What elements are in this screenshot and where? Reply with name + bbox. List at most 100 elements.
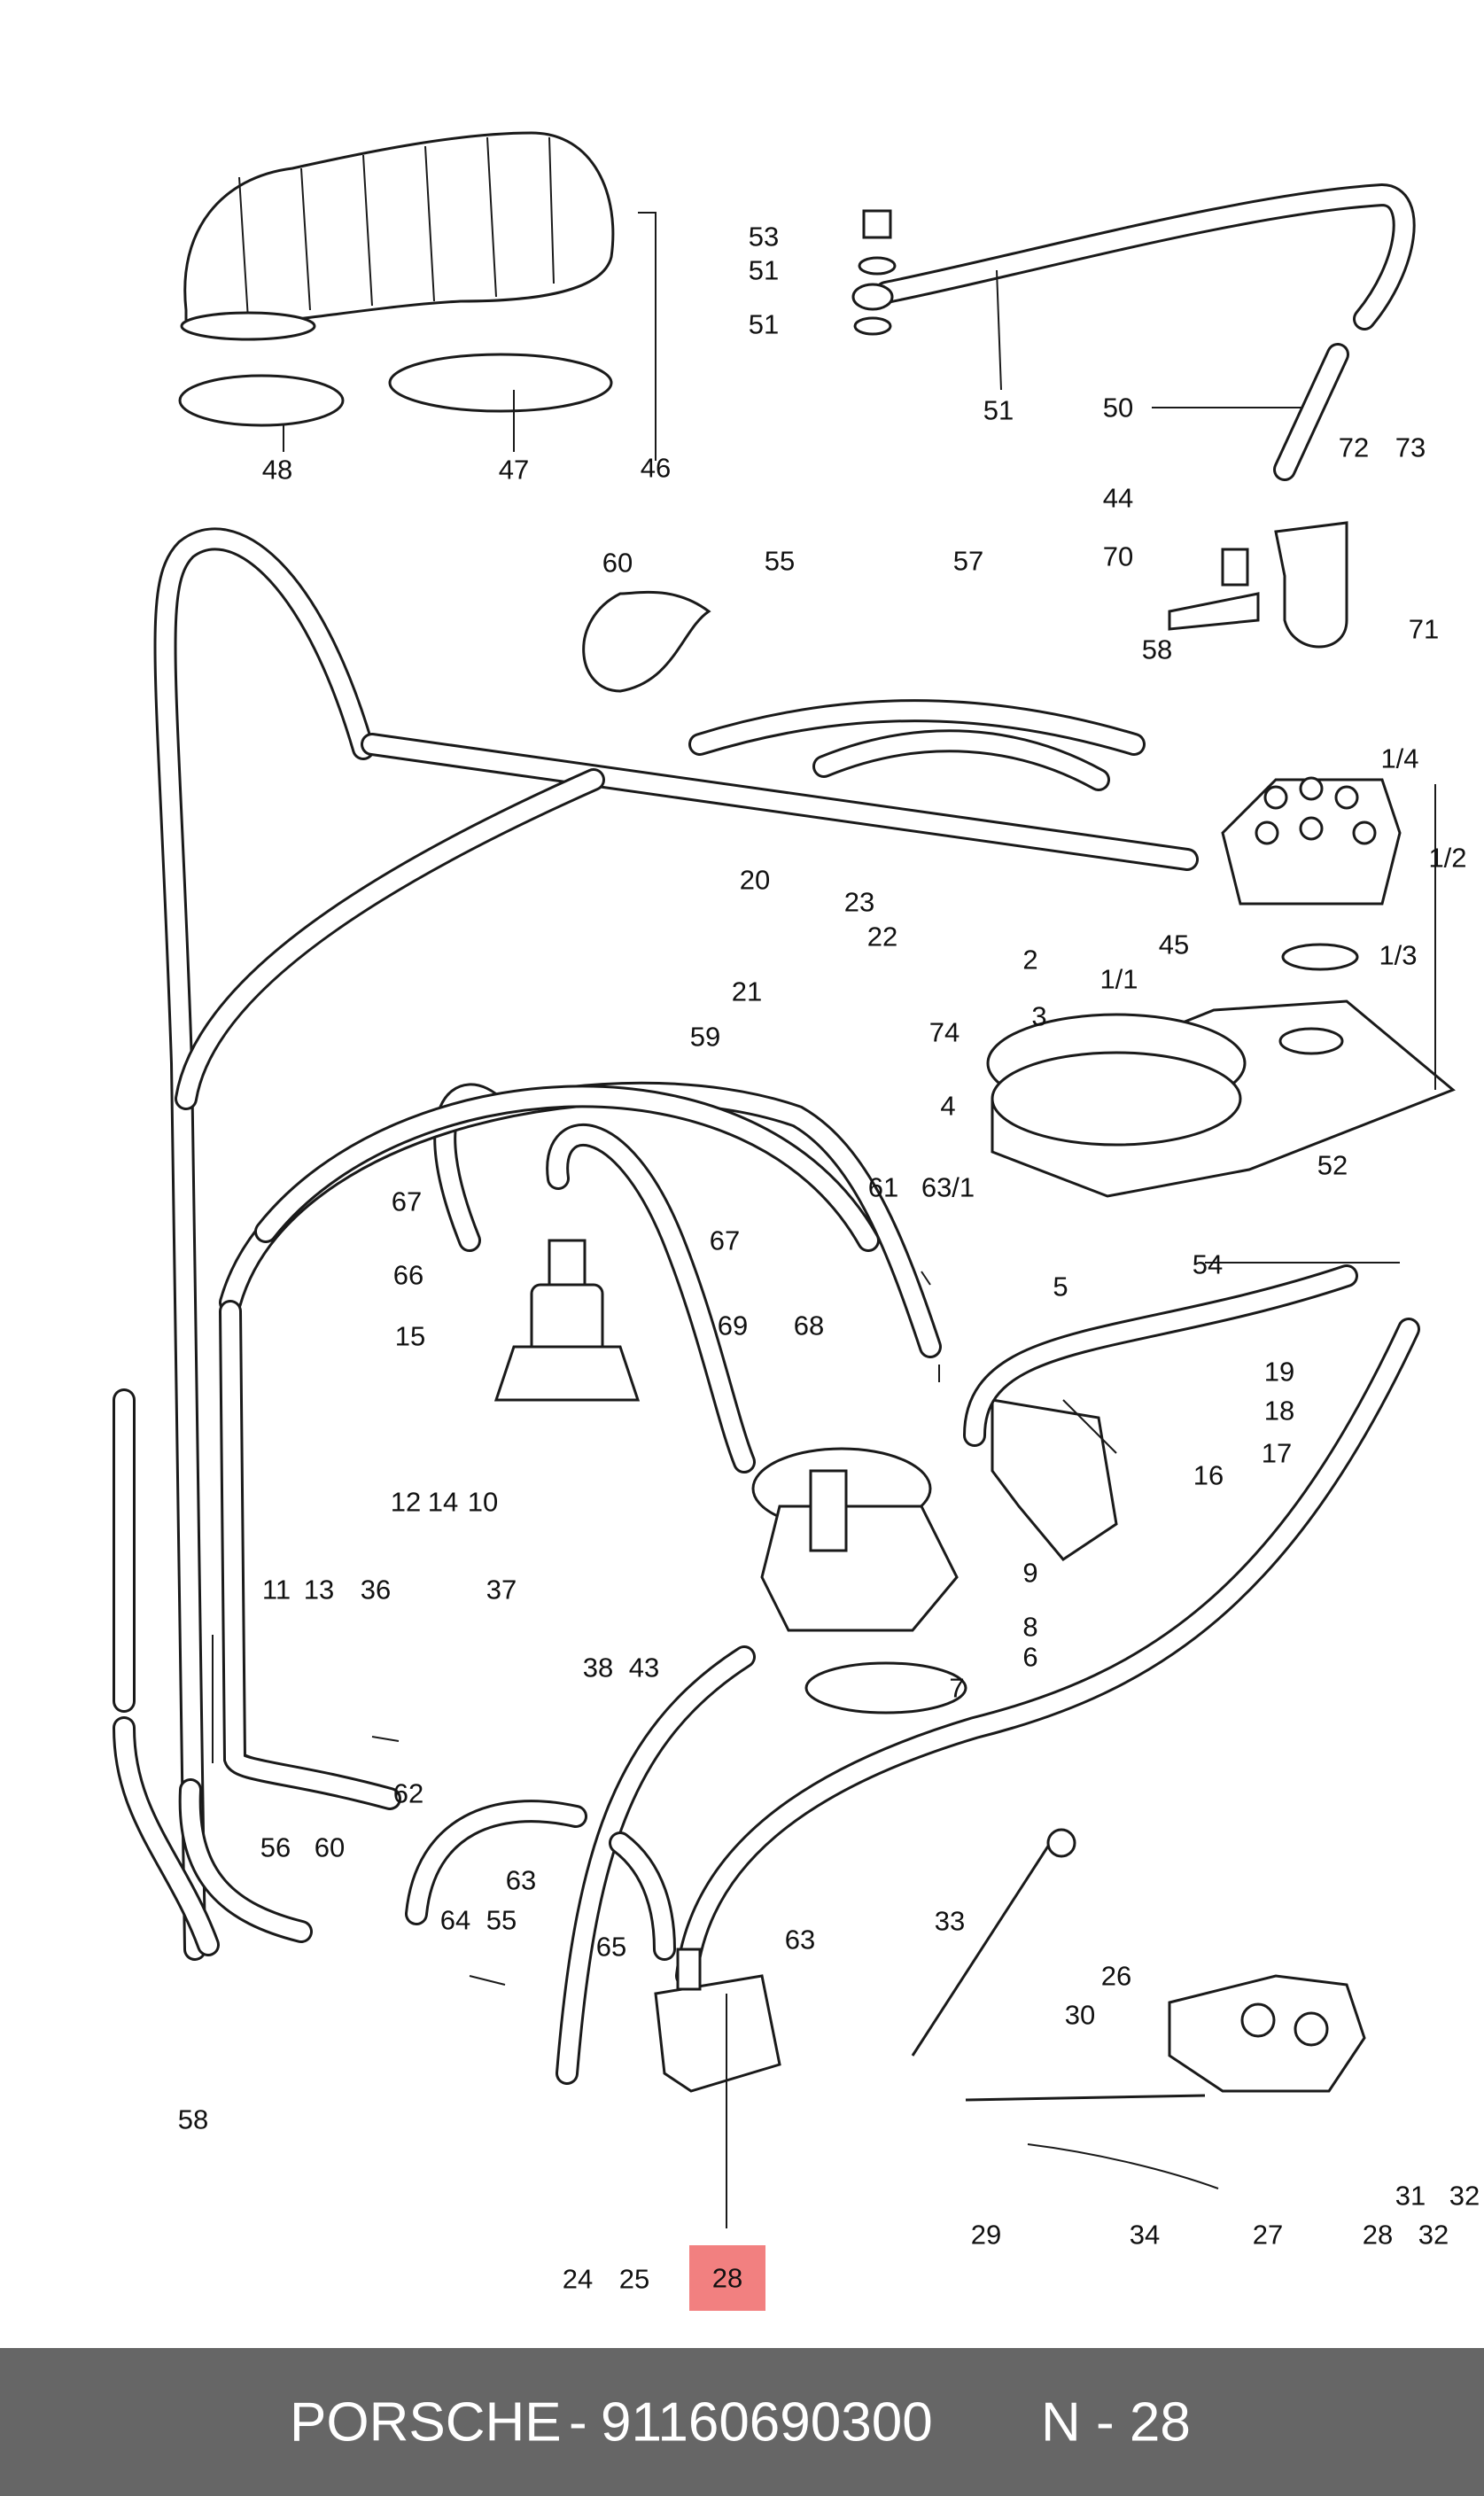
callout-43: 34 (1129, 2219, 1161, 2251)
callout-1-2: 1/2 (1428, 842, 1467, 874)
callout-2: 2 (1022, 944, 1038, 976)
callout-12: 13 (303, 1574, 335, 1606)
air-intake-boot (180, 131, 615, 341)
callout-25: 21 (731, 976, 763, 1007)
callout-67b: 68 (793, 1310, 825, 1341)
footer-diagram-ref: N - 28 (1041, 2391, 1191, 2453)
callout-58b: 59 (689, 1021, 721, 1053)
callout-9: 9 (1022, 1557, 1038, 1589)
callout-51b: 51 (748, 308, 780, 340)
callout-35: 31 (1395, 2180, 1426, 2212)
callout-7: 7 (949, 1672, 965, 1704)
throttle-housing (986, 999, 1456, 1198)
callout-61: 63 (505, 1864, 537, 1896)
callout-58c: 60 (314, 1831, 346, 1863)
callout-36: 32 (1418, 2219, 1449, 2251)
callout-24: 20 (739, 864, 771, 896)
callout-17: 12 (390, 1486, 422, 1518)
leader-lines (212, 212, 1436, 2228)
callout-63a: 63/1 (921, 1171, 975, 1203)
callout-55a: 55 (764, 545, 796, 577)
callout-14: 10 (467, 1486, 499, 1518)
callout-6: 6 (1022, 1641, 1038, 1673)
callout-19: 38 (582, 1652, 614, 1683)
callout-44: 44 (1102, 482, 1134, 514)
callout-34: 30 (1064, 1999, 1096, 2031)
callout-60b: 62 (392, 1777, 424, 1809)
long-hoses (113, 527, 1199, 1961)
callout-65: 67 (391, 1186, 423, 1217)
callout-26: 22 (866, 921, 898, 953)
callout-45: 45 (1158, 929, 1190, 960)
callout-20: 16 (1193, 1459, 1224, 1491)
callout-63-1: 65 (595, 1931, 627, 1963)
callout-51c: 52 (1317, 1149, 1348, 1181)
callout-48: 48 (261, 454, 293, 486)
callout-27: 23 (843, 886, 875, 918)
callout-4: 4 (940, 1090, 956, 1122)
callout-69: 70 (1102, 540, 1134, 572)
line-53 (556, 1318, 1420, 2085)
callout-3: 3 (1031, 1000, 1047, 1032)
callout-73: 74 (928, 1016, 960, 1048)
callout-32a: 26 (1100, 1960, 1132, 1992)
throttle-switch-20 (963, 1264, 1358, 1561)
callout-64: 67 (709, 1225, 741, 1256)
footer-separator: - (569, 2391, 587, 2453)
footer-bar: PORSCHE - 91160690300 N - 28 (0, 2348, 1484, 2496)
exploded-parts-diagram (113, 131, 1456, 2228)
bracket-69-70 (1168, 521, 1348, 649)
callout-70: 71 (1408, 613, 1440, 645)
throttle-body-6 (751, 1447, 967, 1715)
callout-56: 57 (952, 545, 984, 577)
callout-54: 55 (486, 1904, 517, 1936)
callout-33: 29 (970, 2219, 1002, 2251)
callout-11: 37 (486, 1574, 517, 1606)
callout-57: 58 (177, 2103, 209, 2135)
callout-51a: 51 (748, 254, 780, 286)
lower-hoses (178, 1778, 676, 1961)
hoses-60-64-65 (219, 1081, 942, 1810)
callout-29: 25 (618, 2263, 650, 2295)
control-unit-top (1221, 776, 1402, 971)
callout-10: 36 (360, 1574, 392, 1606)
callout-50: 51 (983, 394, 1014, 426)
footer-part-number: 91160690300 (601, 2391, 933, 2453)
callout-47: 47 (498, 454, 530, 486)
callout-32b: 28 (1362, 2219, 1394, 2251)
callout-66: 69 (717, 1310, 749, 1341)
pressure-regulator-15 (493, 1239, 641, 1402)
callout-8: 8 (1022, 1611, 1038, 1643)
footer-brand: PORSCHE (290, 2391, 562, 2453)
callout-16: 14 (427, 1486, 459, 1518)
warm-up-regulator-28 (654, 1948, 781, 2093)
hose-clamps-48-47 (178, 353, 613, 427)
callout-60a: 61 (867, 1171, 899, 1203)
callout-37: 32 (1449, 2180, 1480, 2212)
callout-71: 72 (1338, 432, 1370, 463)
callout-18: 43 (628, 1652, 660, 1683)
callout-52: 53 (748, 221, 780, 253)
callout-67a: 66 (392, 1259, 424, 1291)
throttle-linkage (911, 1828, 1219, 2189)
ring-clip-59 (582, 590, 711, 693)
callout-13: 11 (261, 1574, 291, 1606)
callout-46: 46 (640, 452, 672, 484)
callout-38: 33 (934, 1905, 966, 1937)
highlighted-callout-box (689, 2245, 765, 2311)
callout-28-highlighted: 28 (711, 2262, 743, 2294)
callout-5: 5 (1053, 1271, 1068, 1302)
callout-55b: 56 (260, 1831, 291, 1863)
callout-1-3: 1/3 (1379, 939, 1418, 971)
callout-31: 27 (1252, 2219, 1284, 2251)
callout-58a: 58 (1141, 634, 1173, 665)
callout-1-4: 1/4 (1380, 743, 1419, 774)
linkage-bracket-31 (1168, 1974, 1366, 2093)
hoses-55-56 (688, 699, 1146, 791)
callout-23: 19 (1263, 1356, 1295, 1388)
callout-15: 15 (394, 1320, 426, 1352)
callout-62: 63 (784, 1924, 816, 1956)
callout-59: 60 (602, 547, 633, 579)
callout-49: 50 (1102, 392, 1134, 424)
callout-30: 24 (562, 2263, 594, 2295)
